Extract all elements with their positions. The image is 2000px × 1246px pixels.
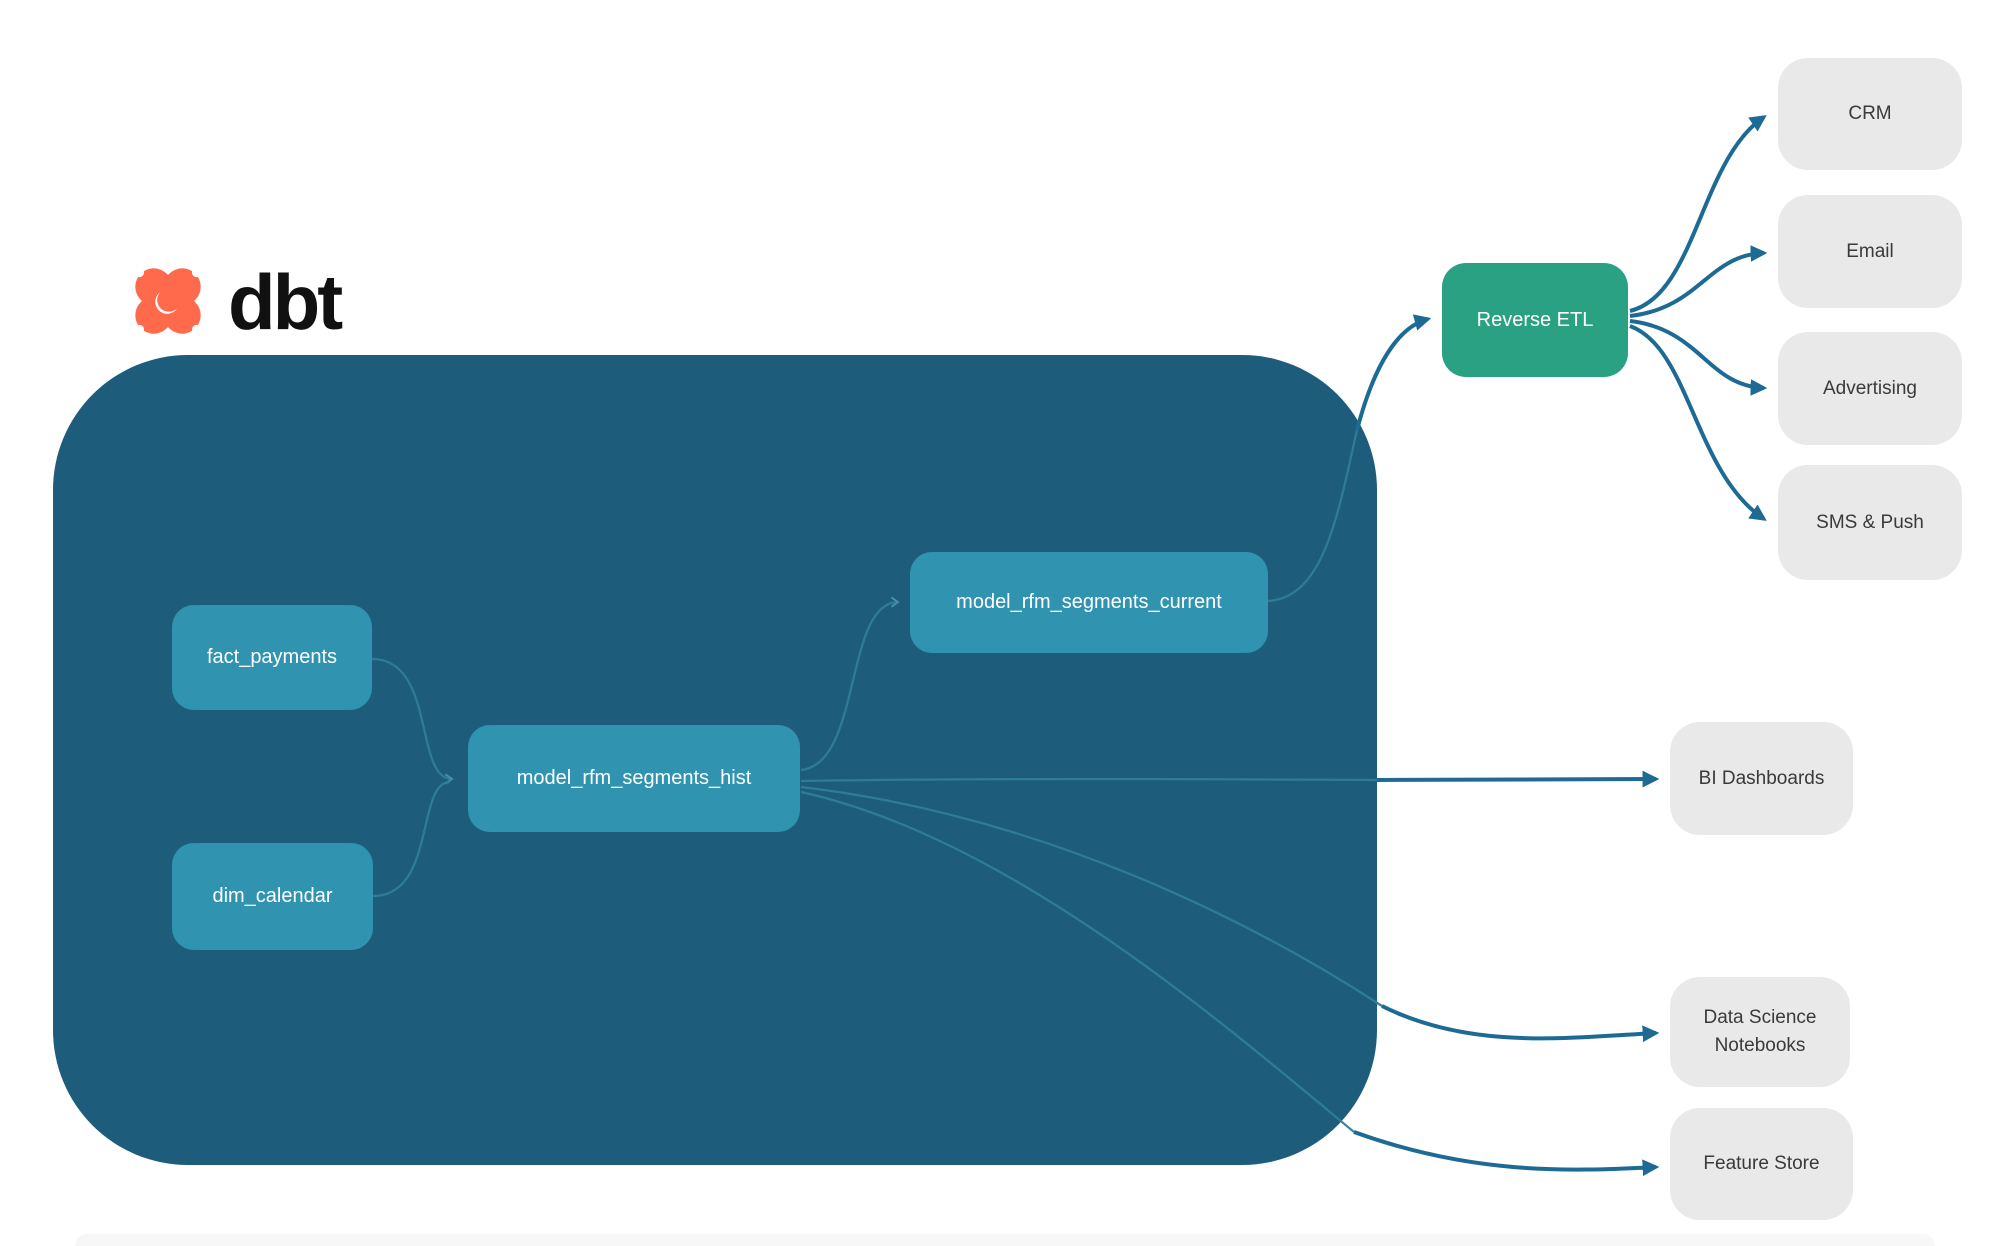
node-feature-store: Feature Store [1670, 1108, 1853, 1220]
node-dim-calendar: dim_calendar [172, 843, 373, 950]
dbt-logo-icon [134, 267, 202, 335]
edge-model-hist-to-feature-store-outer [1353, 1130, 1660, 1177]
edge-reverse-etl-to-crm [1629, 115, 1767, 313]
dbt-logo: dbt [122, 255, 343, 347]
node-model-rfm-segments-hist-label: model_rfm_segments_hist [516, 767, 752, 789]
node-bi-dashboards: BI Dashboards [1670, 722, 1853, 835]
node-fact-payments-label: fact_payments [206, 646, 338, 668]
node-fact-payments: fact_payments [172, 605, 372, 710]
edge-reverse-etl-to-email [1629, 245, 1768, 318]
node-model-rfm-segments-hist: model_rfm_segments_hist [468, 725, 800, 832]
dbt-wordmark: dbt [228, 258, 343, 346]
node-reverse-etl-label: Reverse ETL [1476, 308, 1594, 331]
node-email-label: Email [1846, 240, 1894, 262]
edge-model-current-to-reverse-etl-outer [1355, 314, 1432, 431]
edge-reverse-etl-to-advertising [1629, 319, 1768, 396]
node-email: Email [1778, 195, 1962, 308]
node-model-rfm-segments-current-label: model_rfm_segments_current [956, 591, 1222, 613]
node-crm-label: CRM [1848, 103, 1892, 125]
node-sms-push-label: SMS & Push [1816, 511, 1924, 533]
node-feature-store-label: Feature Store [1703, 1153, 1820, 1175]
node-advertising: Advertising [1778, 332, 1962, 445]
node-bi-dashboards-label: BI Dashboards [1698, 767, 1825, 789]
node-model-rfm-segments-current: model_rfm_segments_current [910, 552, 1268, 653]
node-sms-push: SMS & Push [1778, 465, 1962, 580]
edge-model-hist-to-ds-notebooks-outer [1381, 1004, 1660, 1043]
edge-reverse-etl-to-sms-push [1629, 324, 1767, 521]
node-dim-calendar-label: dim_calendar [212, 885, 333, 907]
edge-model-hist-to-bi-dashboards-outer [1376, 770, 1660, 788]
node-advertising-label: Advertising [1823, 377, 1917, 399]
node-data-science-notebooks-label: Data Science Notebooks [1703, 1007, 1817, 1056]
node-data-science-notebooks: Data Science Notebooks [1670, 977, 1850, 1087]
bottom-cut-off-panel [75, 1234, 1935, 1246]
node-reverse-etl: Reverse ETL [1442, 263, 1628, 377]
node-crm: CRM [1778, 58, 1962, 170]
